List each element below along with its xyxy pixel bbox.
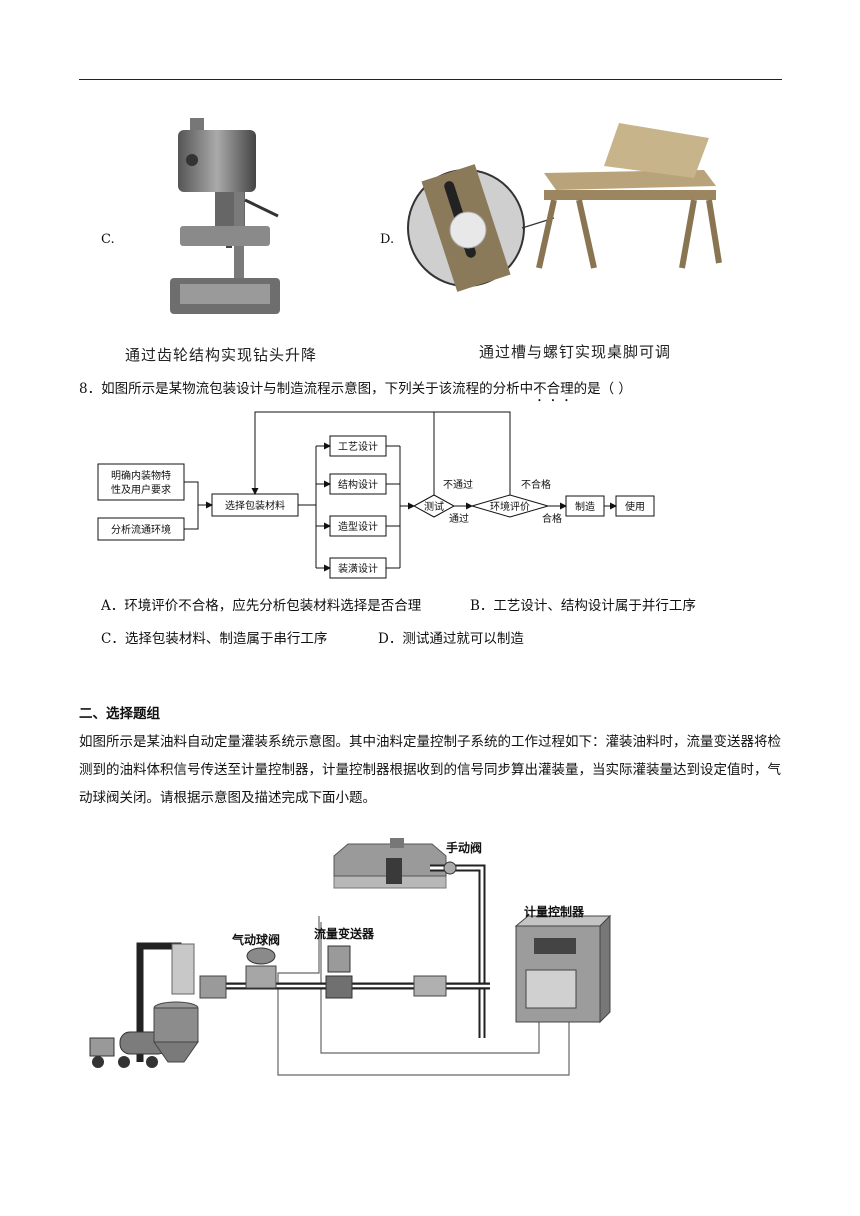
header-rule <box>79 79 782 80</box>
oil-filling-diagram: 手动阀 计量控制器 流量变送器 气动球阀 <box>89 838 612 1076</box>
text-material: 选择包装材料 <box>225 499 285 512</box>
section-intro: 如图所示是某油料自动定量灌装系统示意图。其中油料定量控制子系统的工作过程如下：灌… <box>79 734 781 806</box>
text-eval: 环境评价 <box>490 500 530 513</box>
text-use: 使用 <box>625 500 645 513</box>
option-d-caption: 通过槽与螺钉实现桌脚可调 <box>479 343 672 361</box>
hopper-tank <box>153 1001 199 1063</box>
option-c-caption: 通过齿轮结构实现钻头升降 <box>125 346 318 364</box>
q8-stem-before: 8．如图所示是某物流包装设计与制造流程示意图，下列关于该流程的分析中 <box>79 381 534 397</box>
storage-tank <box>333 838 447 889</box>
section-heading: 二、选择题组 <box>79 706 160 722</box>
label-pneumatic-valve: 气动球阀 <box>231 932 280 947</box>
option-c-label: C. <box>101 232 115 247</box>
label-manual-valve: 手动阀 <box>446 840 482 855</box>
adjustable-table-image <box>407 123 722 292</box>
text-shape: 造型设计 <box>338 520 378 533</box>
q8-option-d: D．测试通过就可以制造 <box>378 631 524 647</box>
label-fail: 不通过 <box>443 478 473 491</box>
flow-transmitter <box>325 945 353 999</box>
text-decor: 装潢设计 <box>338 562 378 575</box>
label-pass: 通过 <box>449 512 469 525</box>
text-craft: 工艺设计 <box>338 440 378 453</box>
label-meter-controller: 计量控制器 <box>524 904 585 919</box>
q8-option-c: C．选择包装材料、制造属于串行工序 <box>101 631 328 647</box>
label-flow-transmitter: 流量变送器 <box>314 926 375 941</box>
q8-stem-after: 的是（ ） <box>573 381 632 397</box>
text-structure: 结构设计 <box>338 478 378 491</box>
q8-option-a: A．环境评价不合格，应先分析包装材料选择是否合理 <box>101 598 422 614</box>
text-env: 分析流通环境 <box>111 523 171 536</box>
text-requirements-2: 性及用户要求 <box>111 483 171 496</box>
text-requirements-1: 明确内装物特 <box>111 469 171 482</box>
pneumatic-valve <box>245 947 277 989</box>
label-unqualified: 不合格 <box>521 478 551 491</box>
process-flowchart: 明确内装物特 性及用户要求 分析流通环境 选择包装材料 工艺设计 结构设计 造型… <box>97 411 655 579</box>
meter-controller-box <box>514 914 612 1024</box>
q8-stem-emphasis: 不合理 <box>533 381 574 397</box>
text-test: 测试 <box>424 500 444 513</box>
q8-stem: 8．如图所示是某物流包装设计与制造流程示意图，下列关于该流程的分析中不合理的是（… <box>79 379 632 405</box>
drill-press-image <box>170 118 280 314</box>
label-qualified: 合格 <box>542 512 562 525</box>
q8-option-b: B．工艺设计、结构设计属于并行工序 <box>470 598 696 614</box>
option-d-label: D. <box>380 232 395 247</box>
text-make: 制造 <box>575 500 595 513</box>
